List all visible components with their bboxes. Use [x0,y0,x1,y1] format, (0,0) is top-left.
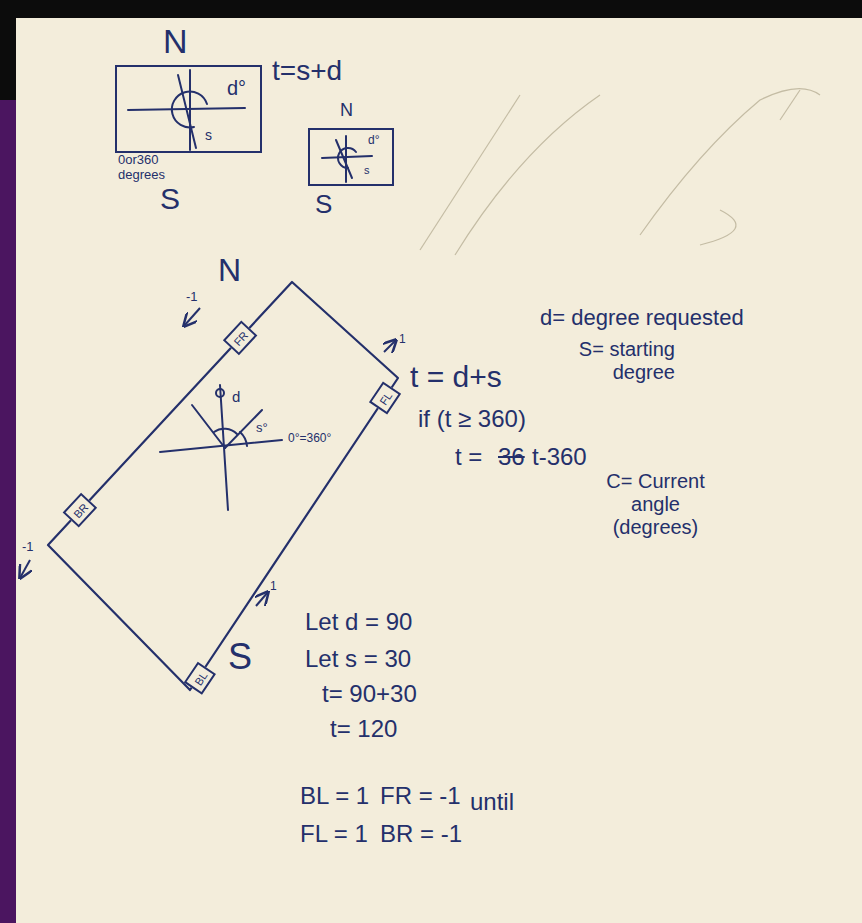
compass-letter: N [340,100,353,121]
struck-text: 36 [498,443,525,471]
angle-label: s [364,164,370,177]
angle-label: s [205,127,212,143]
angle-label: s° [256,421,268,436]
motor-value: -1 [186,290,198,305]
wheel-label: BL [191,669,210,688]
compass-letter: S [160,182,180,217]
formula: t= 120 [330,715,397,743]
compass-box: d° s [115,65,262,153]
motor-value: 1 [399,333,406,347]
formula: Let s = 30 [305,645,411,673]
pencil-scribbles [420,89,820,255]
formula: t-360 [532,443,587,471]
formula: t = [455,443,482,471]
wheel-label: BR [70,500,91,521]
formula: t= 90+30 [322,680,417,708]
angle-label: d° [368,134,379,148]
compass-letter: S [315,190,332,220]
compass-letter: S [228,636,252,677]
motor-value: -1 [22,540,34,555]
formula: Let d = 90 [305,608,412,636]
compass-box: d° s [308,128,394,186]
definition: d= degree requested [540,305,744,330]
definition: S= starting degree [545,338,675,384]
compass-letter: N [218,252,241,289]
wheel-label: FR [231,329,251,349]
wheel-box: FL [369,382,401,415]
compass-letter: N [163,22,188,61]
angle-label: 0°=360° [288,432,331,446]
angle-label: d [232,388,240,405]
definition: C= Current angle (degrees) [598,470,713,539]
dark-band [0,0,862,18]
note: 0or360 degrees [118,153,182,183]
compass-sketch [128,70,372,510]
motor-value: BL = 1 [300,782,369,810]
wheel-label: FL [376,389,395,408]
formula: t = d+s [410,360,502,395]
motor-value: 1 [270,580,277,594]
motor-value: BR = -1 [380,820,462,848]
formula: t=s+d [272,55,342,87]
motor-value: FL = 1 [300,820,368,848]
angle-label: d° [227,77,246,100]
formula: if (t ≥ 360) [418,405,526,433]
wheel-arrows [20,308,396,606]
purple-edge [0,0,16,923]
motor-value: FR = -1 [380,782,461,810]
note: until [470,788,514,816]
